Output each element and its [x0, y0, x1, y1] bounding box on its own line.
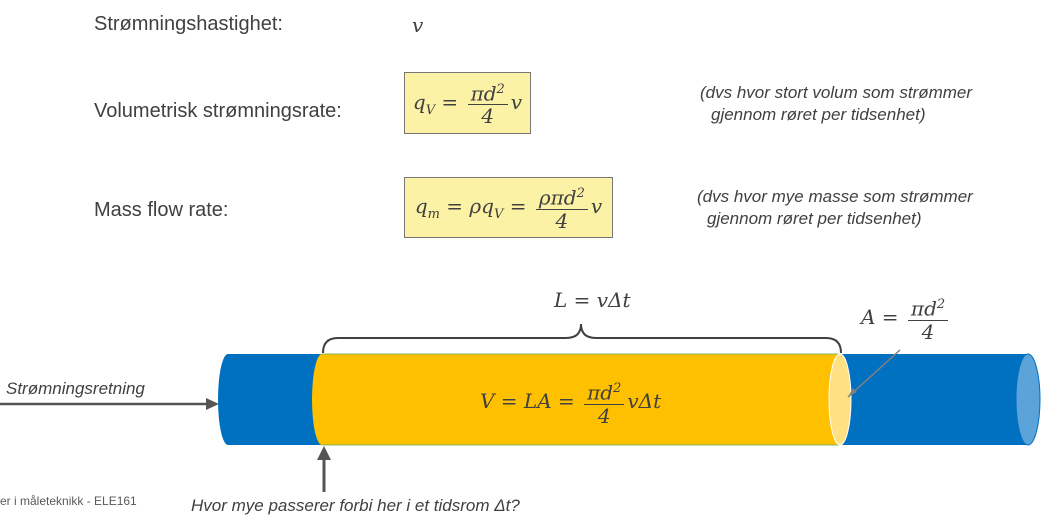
question-text: Hvor mye passerer forbi her i et tidsrom…	[191, 496, 520, 515]
volumetric-flow-label: Volumetrisk strømningsrate:	[94, 100, 342, 122]
velocity-symbol: v	[412, 13, 424, 37]
footer-text: er i måleteknikk - ELE161	[0, 494, 137, 508]
length-formula: L = vΔt	[554, 288, 631, 312]
fluid-right-face	[828, 353, 852, 446]
mass-flow-note-line1: (dvs hvor mye masse som strømmer	[697, 187, 973, 206]
area-pointer	[847, 349, 901, 398]
fluid-left-face	[312, 354, 332, 445]
flow-direction-label: Strømningsretning	[6, 379, 145, 398]
mass-flow-note-line2: gjennom røret per tidsenhet)	[707, 209, 922, 228]
pipe-right-end	[1015, 353, 1041, 446]
volume-formula-prefix: V = LA =	[480, 388, 575, 413]
velocity-label: Strømningshastighet:	[94, 13, 283, 35]
fluid-segment	[321, 353, 841, 446]
pipe-left-end	[218, 354, 238, 445]
flow-arrowhead	[206, 398, 219, 410]
area-formula-prefix: A =	[861, 304, 899, 329]
volumetric-flow-note-line1: (dvs hvor stort volum som strømmer	[700, 83, 973, 102]
mass-flow-label: Mass flow rate:	[94, 199, 229, 221]
volumetric-flow-note-line2: gjennom røret per tidsenhet)	[711, 105, 926, 124]
length-brace	[322, 323, 842, 354]
question-arrowhead	[317, 446, 331, 460]
